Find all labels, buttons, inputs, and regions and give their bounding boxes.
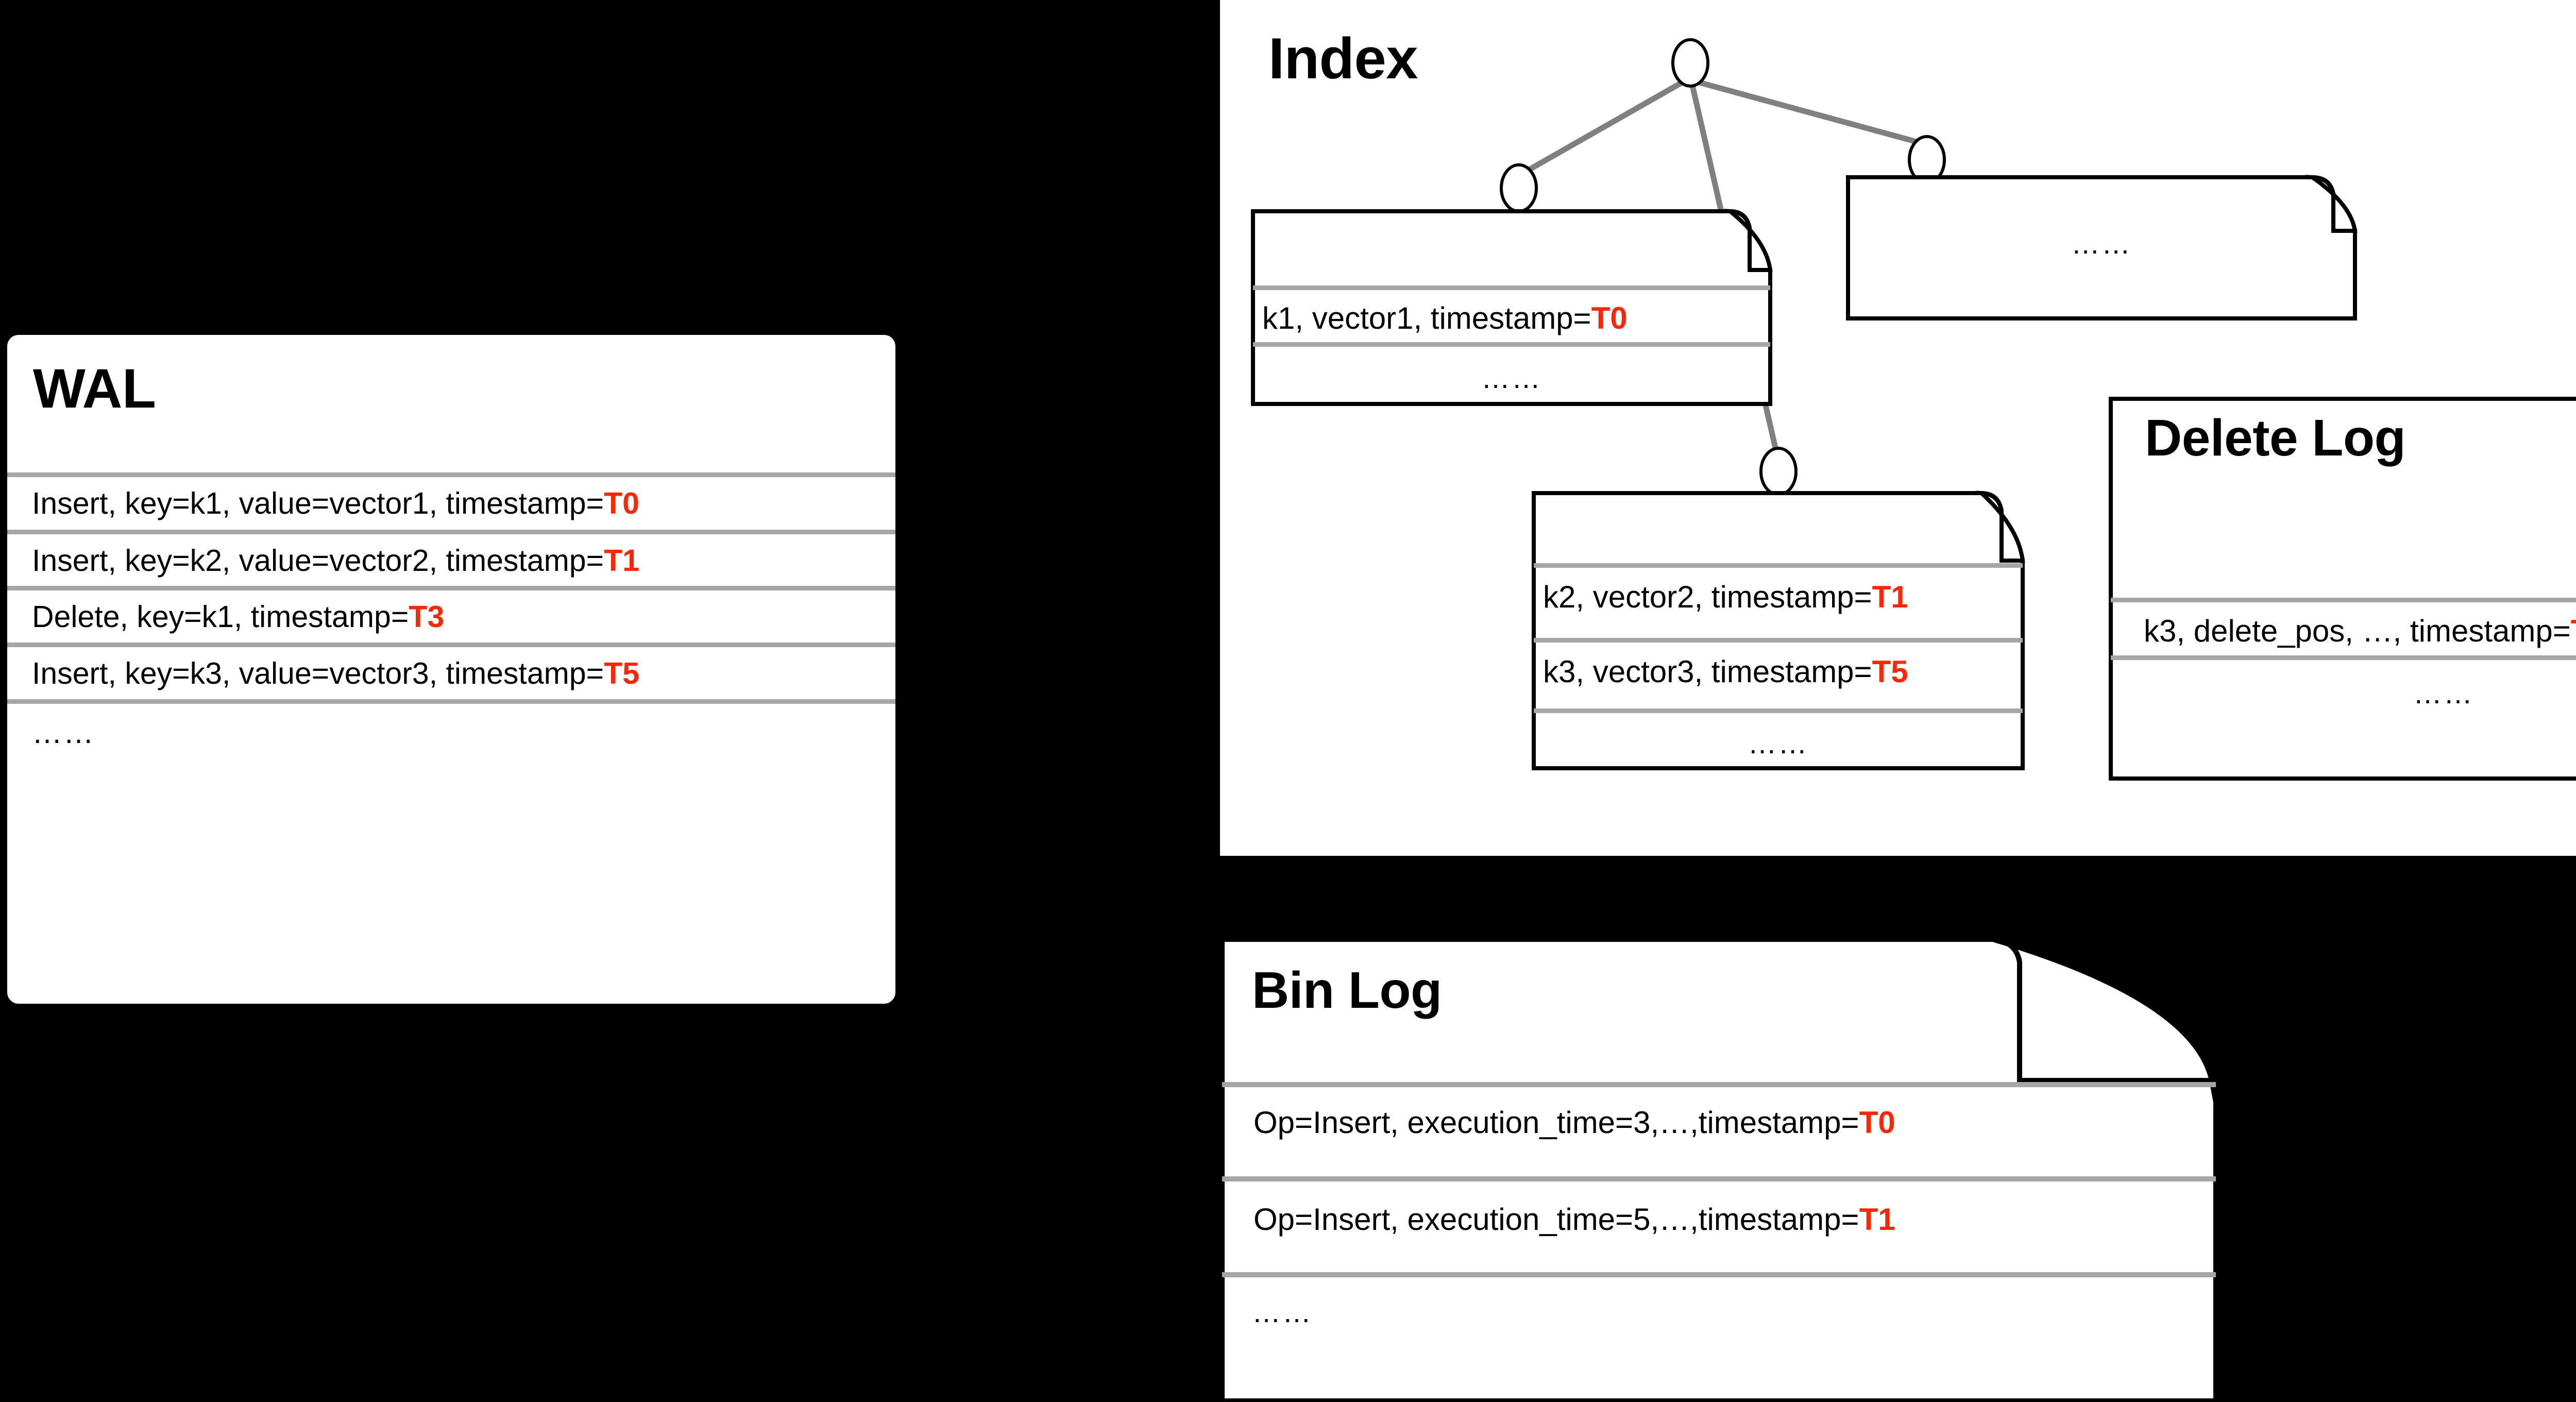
delete-log-card: Delete Log k3, delete_pos, …, timestamp=… <box>2109 397 2576 781</box>
index-card-overflow: …… <box>1846 175 2358 320</box>
wal-row-1-timestamp: T0 <box>604 486 639 520</box>
delete-log-divider-1 <box>2111 598 2576 602</box>
bin-log-row-2: Op=Insert, execution_time=5,…,timestamp=… <box>1253 1204 1895 1235</box>
wal-row-1: Insert, key=k1, value=vector1, timestamp… <box>32 488 639 519</box>
index-card-k2-k3-row-2-text: k3, vector3, timestamp= <box>1543 654 1872 689</box>
wal-row-4-text: Insert, key=k3, value=vector3, timestamp… <box>32 656 604 690</box>
wal-row-4-timestamp: T5 <box>604 656 639 690</box>
index-card-k2-k3-divider-3 <box>1534 708 2023 713</box>
wal-divider-3 <box>7 586 895 590</box>
wal-panel <box>7 335 895 1004</box>
delete-log-title: Delete Log <box>2145 409 2406 467</box>
wal-row-2-text: Insert, key=k2, value=vector2, timestamp… <box>32 544 604 578</box>
doc-shape <box>2109 397 2576 781</box>
wal-more-indicator: …… <box>32 716 95 750</box>
wal-row-2: Insert, key=k2, value=vector2, timestamp… <box>32 546 639 576</box>
bin-log-row-1: Op=Insert, execution_time=3,…,timestamp=… <box>1253 1107 1895 1138</box>
doc-fold-icon <box>1992 937 2215 1083</box>
bin-log-divider-1 <box>1222 1082 2216 1087</box>
bin-log-divider-3 <box>1222 1272 2216 1277</box>
index-card-k2-k3-more-indicator: …… <box>1748 727 1809 759</box>
wal-row-3-text: Delete, key=k1, timestamp= <box>32 600 409 634</box>
wal-row-4: Insert, key=k3, value=vector3, timestamp… <box>32 658 639 689</box>
delete-log-more-indicator: …… <box>2413 677 2474 710</box>
wal-divider-2 <box>7 530 895 534</box>
index-card-k2-k3: k2, vector2, timestamp=T1 k3, vector3, t… <box>1532 491 2025 770</box>
delete-log-divider-2 <box>2111 655 2576 660</box>
delete-log-row-1-text: k3, delete_pos, …, timestamp= <box>2144 614 2571 648</box>
bin-log-more-indicator: …… <box>1252 1296 1313 1328</box>
index-card-k1-divider-1 <box>1253 285 1770 290</box>
wal-divider-5 <box>7 699 895 704</box>
index-title: Index <box>1268 26 1418 91</box>
index-card-k2-k3-row-1-text: k2, vector2, timestamp= <box>1543 580 1872 614</box>
index-card-k1-more-indicator: …… <box>1481 362 1542 394</box>
index-card-k2-k3-row-1-timestamp: T1 <box>1872 580 1908 614</box>
wal-divider-4 <box>7 643 895 647</box>
delete-log-row-1: k3, delete_pos, …, timestamp=T3 <box>2144 616 2576 647</box>
wal-row-2-timestamp: T1 <box>604 544 639 578</box>
bin-log-card: Bin Log Op=Insert, execution_time=3,…,ti… <box>1219 937 2218 1402</box>
delete-log-row-1-timestamp: T3 <box>2571 614 2576 648</box>
wal-divider-1 <box>7 472 895 477</box>
bin-log-divider-2 <box>1222 1176 2216 1181</box>
doc-fold-icon <box>1975 491 2025 563</box>
wal-title: WAL <box>33 357 156 419</box>
index-card-k2-k3-row-1: k2, vector2, timestamp=T1 <box>1543 582 1908 613</box>
index-card-k2-k3-row-2: k3, vector3, timestamp=T5 <box>1543 656 1908 687</box>
bin-log-title: Bin Log <box>1252 961 1442 1019</box>
index-card-k1-divider-2 <box>1253 342 1770 347</box>
index-card-overflow-more-indicator: …… <box>2071 227 2132 260</box>
index-card-k1-row-1-timestamp: T0 <box>1591 301 1628 335</box>
index-card-k1-row-1: k1, vector1, timestamp=T0 <box>1262 303 1628 334</box>
index-card-k2-k3-divider-2 <box>1534 638 2023 643</box>
bin-log-row-2-timestamp: T1 <box>1859 1202 1895 1237</box>
wal-row-3-timestamp: T3 <box>409 600 445 634</box>
doc-fold-icon <box>1723 209 1773 272</box>
index-card-k1: k1, vector1, timestamp=T0 …… <box>1251 209 1773 406</box>
wal-row-3: Delete, key=k1, timestamp=T3 <box>32 602 444 632</box>
index-card-k2-k3-row-2-timestamp: T5 <box>1872 654 1908 689</box>
wal-row-1-text: Insert, key=k1, value=vector1, timestamp… <box>32 486 604 520</box>
index-card-k1-row-1-text: k1, vector1, timestamp= <box>1262 301 1591 335</box>
index-card-k2-k3-divider-1 <box>1534 563 2023 568</box>
bin-log-row-2-text: Op=Insert, execution_time=5,…,timestamp= <box>1253 1202 1859 1237</box>
bin-log-row-1-timestamp: T0 <box>1859 1105 1895 1140</box>
bin-log-row-1-text: Op=Insert, execution_time=3,…,timestamp= <box>1253 1105 1859 1140</box>
doc-fold-icon <box>2305 175 2358 233</box>
